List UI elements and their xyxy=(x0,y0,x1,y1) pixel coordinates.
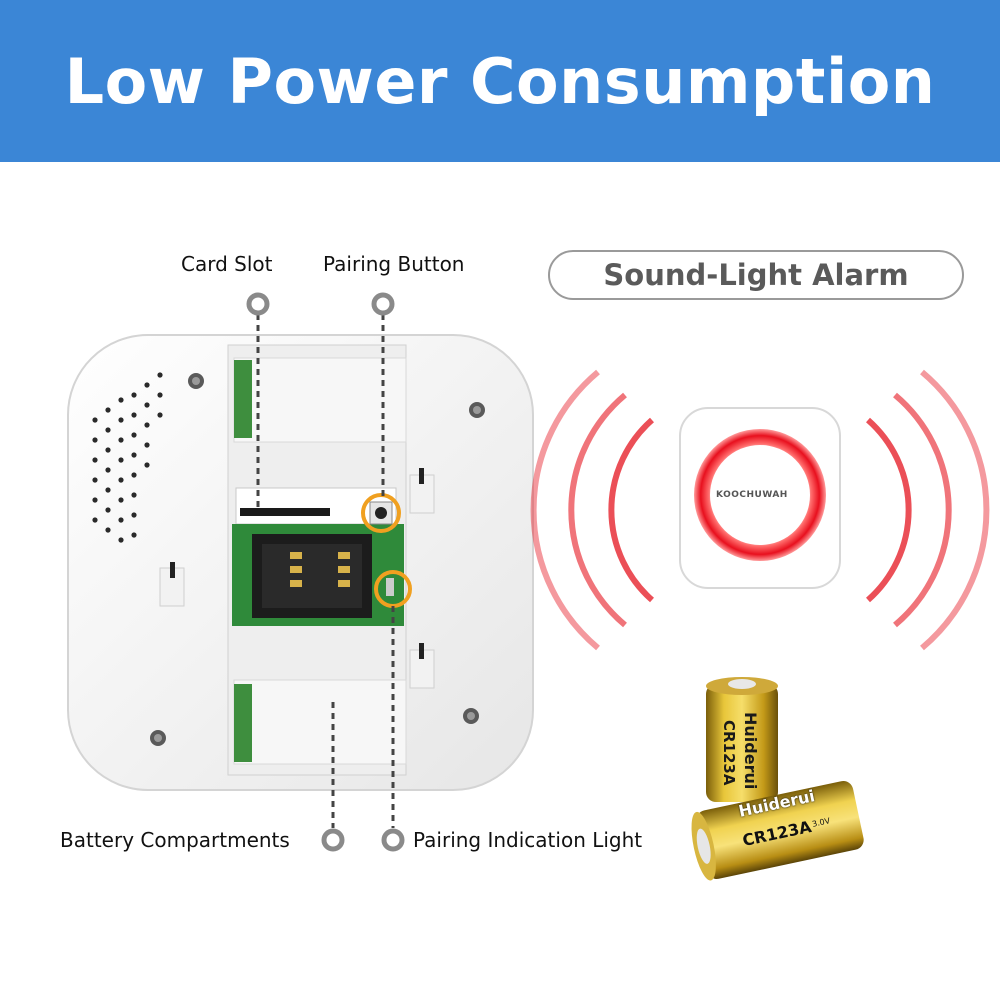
sound-waves xyxy=(530,369,990,651)
callout-marker-icon xyxy=(246,292,405,852)
battery-back xyxy=(706,677,778,802)
card-slot-label: Card Slot xyxy=(181,252,273,276)
sound-light-alarm-badge: Sound-Light Alarm xyxy=(548,250,964,300)
siren-brand-text: KOOCHUWAH xyxy=(716,490,788,500)
battery-compartments-label: Battery Compartments xyxy=(60,828,290,852)
battery-back-brand: Huiderui xyxy=(741,712,760,790)
siren-device xyxy=(679,407,841,589)
battery-back-model: CR123A xyxy=(720,720,738,786)
pairing-button-label: Pairing Button xyxy=(323,252,465,276)
header-banner: Low Power Consumption xyxy=(0,0,1000,162)
battery-front xyxy=(691,780,864,881)
screw-icon xyxy=(150,373,485,746)
pairing-indication-light-label: Pairing Indication Light xyxy=(413,828,643,852)
page-title: Low Power Consumption xyxy=(64,44,936,118)
pairing-button-highlight xyxy=(361,493,401,533)
speaker-grille xyxy=(92,372,163,543)
hub-device xyxy=(67,334,534,791)
